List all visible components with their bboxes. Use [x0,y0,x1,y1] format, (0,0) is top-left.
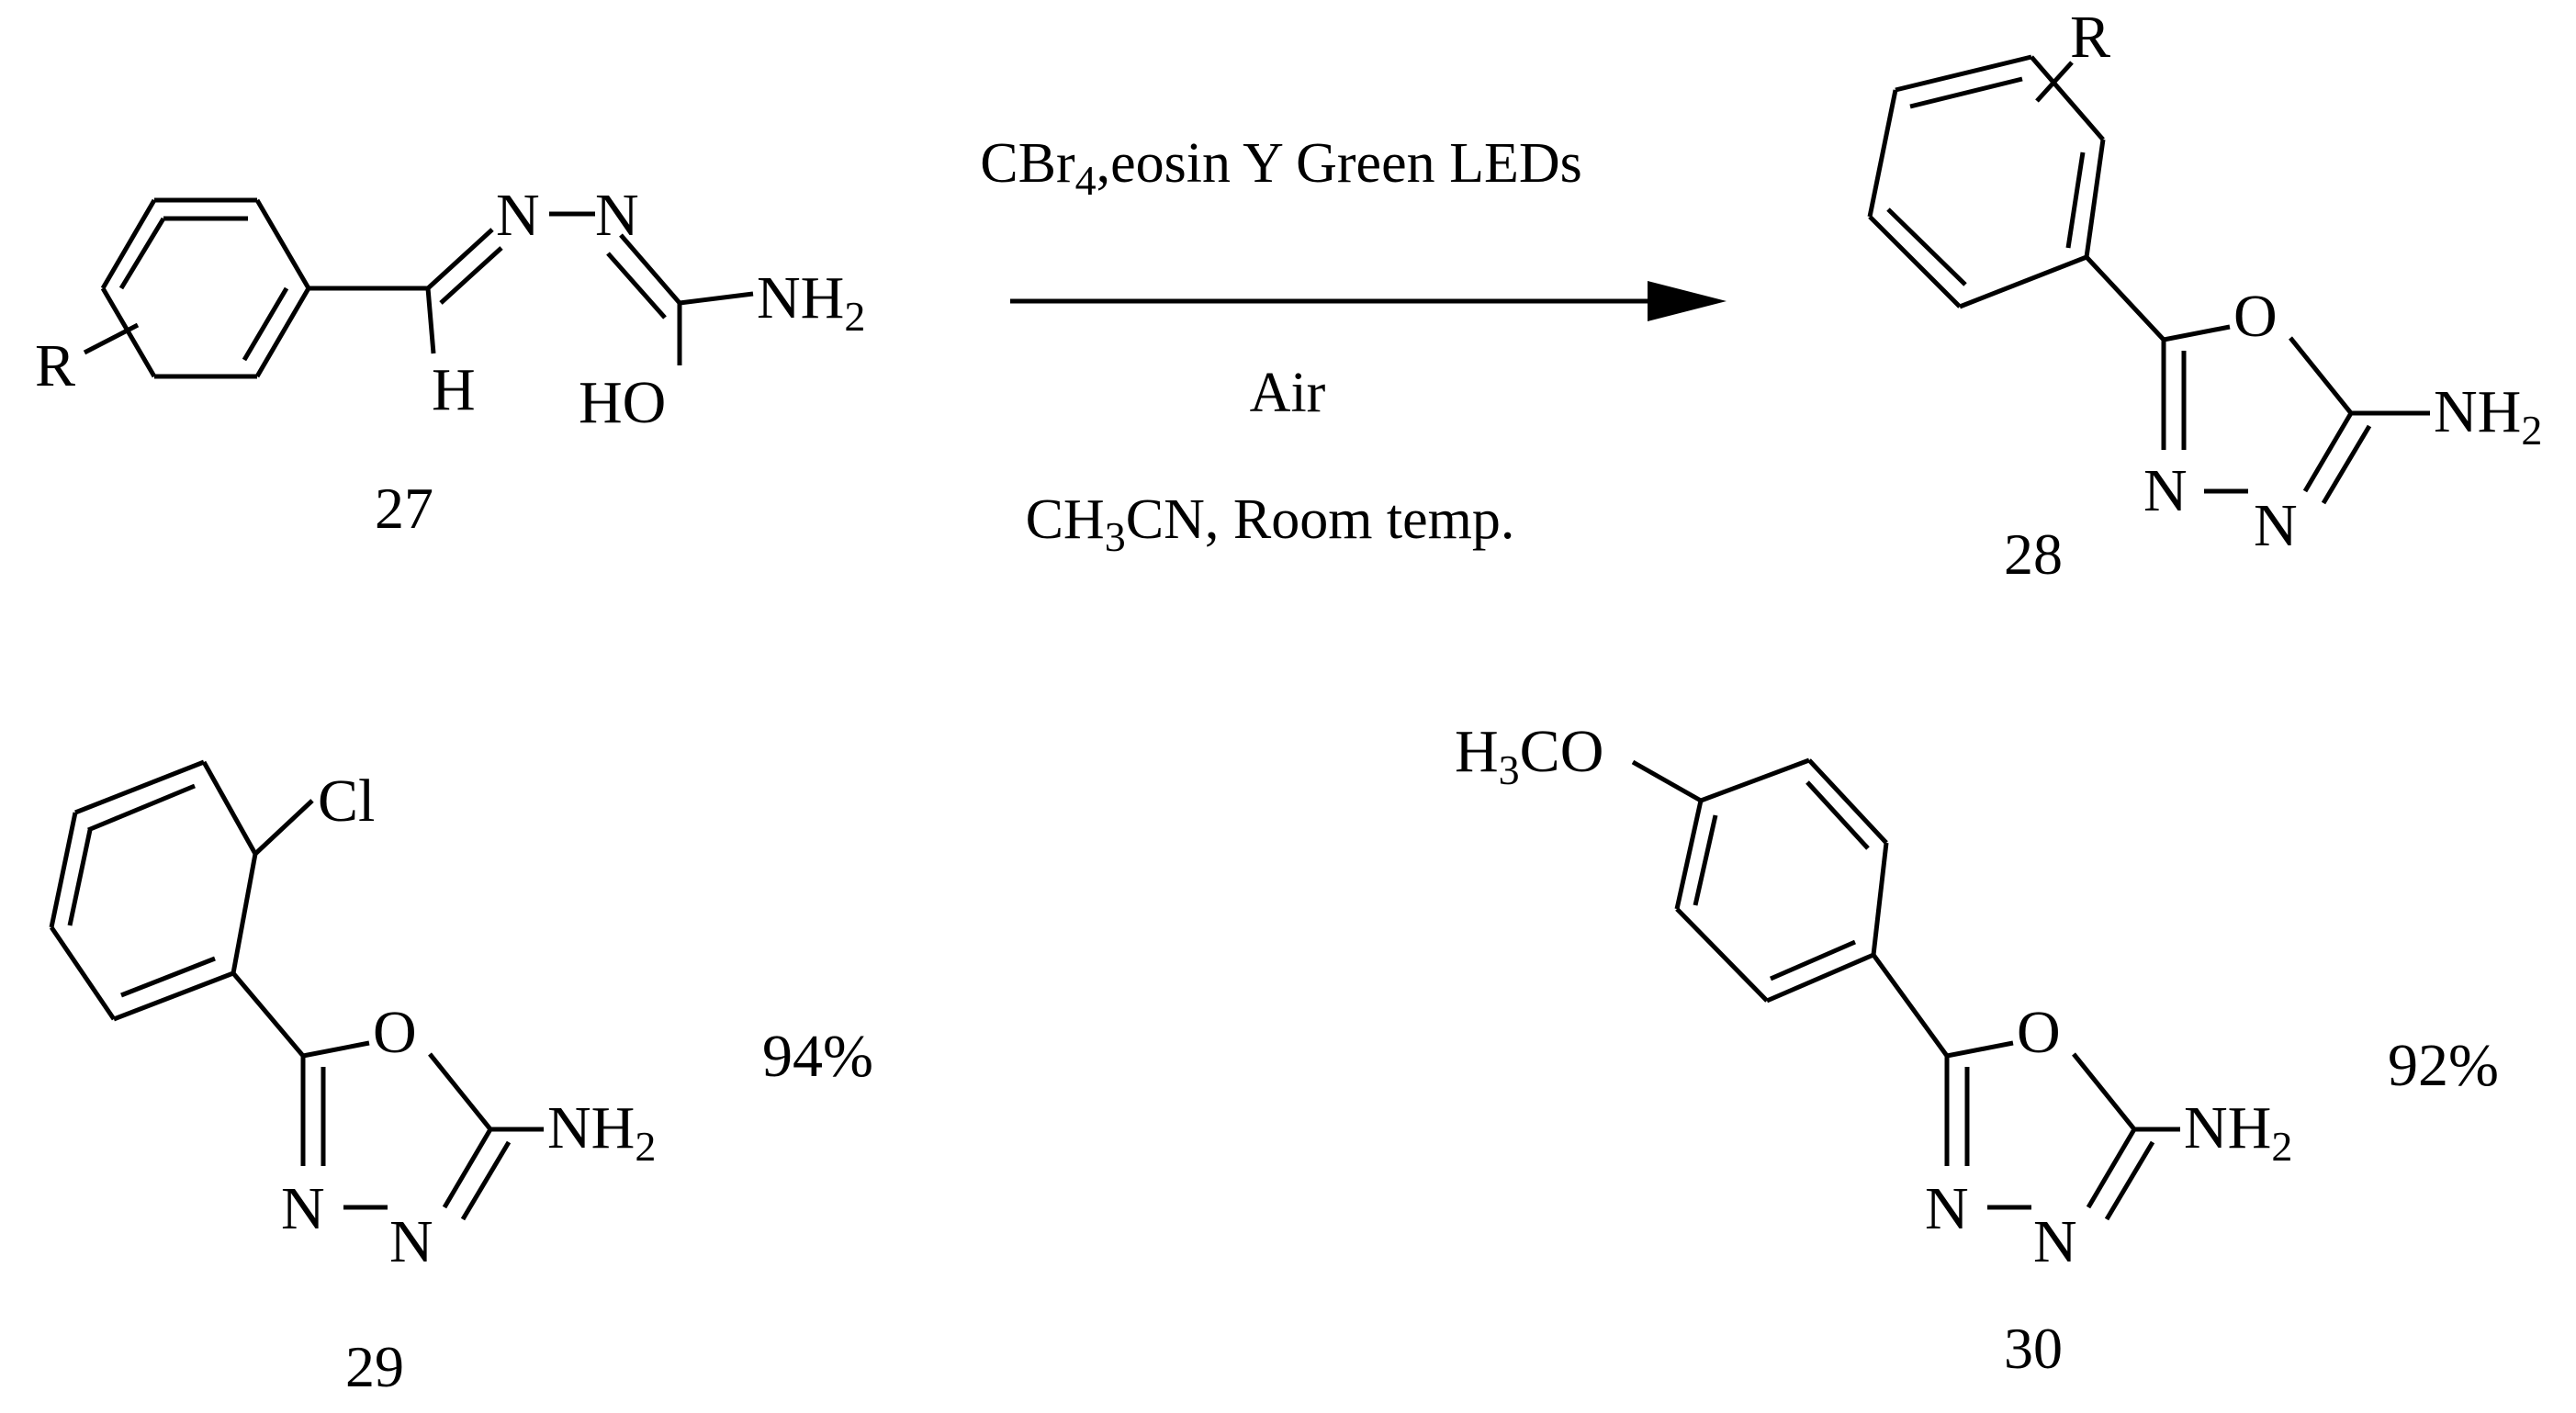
imine-double-bond [426,228,494,290]
atmosphere-conditions: Air [1250,362,1326,424]
reagent-conditions: CBr4,eosin Y Green LEDs [980,132,1582,204]
yield-29: 94% [762,1023,873,1090]
reaction-arrow [1010,281,1727,321]
nh2-label-29: NH2 [547,1094,656,1170]
oxadiazole-ring-29 [300,1040,512,1221]
compound-28-structure: R O NH2 N N [1867,4,2542,559]
r-label-27: R [35,332,75,399]
r-label-28: R [2070,4,2110,71]
benzene-ring-29 [49,759,258,1022]
n4-label-28: N [2254,492,2298,559]
r-substituent-bond-28 [2035,61,2074,103]
nh2-label-28: NH2 [2434,378,2542,454]
n2-label-27: N [595,182,639,249]
n3-label-29: N [281,1175,325,1242]
solvent-temperature-conditions: CH3CN, Room temp. [1026,488,1515,560]
n1-label-27: N [496,182,540,249]
chloro-bond [253,799,314,856]
o-label-28: O [2233,283,2278,350]
n4-label-29: N [389,1208,433,1275]
oxadiazole-ring-28 [2161,324,2372,505]
nh2-label-30: NH2 [2184,1094,2292,1170]
n4-label-30: N [2033,1208,2077,1275]
hydrazone-double-bond [619,233,681,305]
methoxy-label-30: H3CO [1455,718,1603,793]
compound-30-structure: H3CO O NH2 N N [1455,718,2292,1275]
compound-29-structure: Cl O NH2 N N [49,759,656,1275]
oxadiazole-ring-30 [1944,1040,2155,1221]
benzene-ring-27 [100,197,311,379]
methoxy-bond [1631,759,1703,803]
h-label-27: H [432,356,476,423]
n3-label-28: N [2143,457,2188,524]
ho-label-27: HO [579,369,666,436]
compound-27-structure: R N N NH2 H HO [35,182,865,436]
n3-label-30: N [1925,1175,1969,1242]
o-label-29: O [373,999,417,1066]
compound-number-29: 29 [345,1334,404,1399]
compound-number-30: 30 [2004,1316,2063,1381]
nh2-label-27: NH2 [757,264,865,340]
benzene-ring-28 [1867,54,2106,309]
benzene-ring-30 [1674,757,1889,1004]
o-label-30: O [2017,999,2061,1066]
compound-number-27: 27 [375,476,433,541]
r-substituent-bond [83,322,140,355]
cl-label-29: Cl [318,768,375,835]
compound-number-28: 28 [2004,521,2063,587]
yield-30: 92% [2388,1032,2499,1099]
